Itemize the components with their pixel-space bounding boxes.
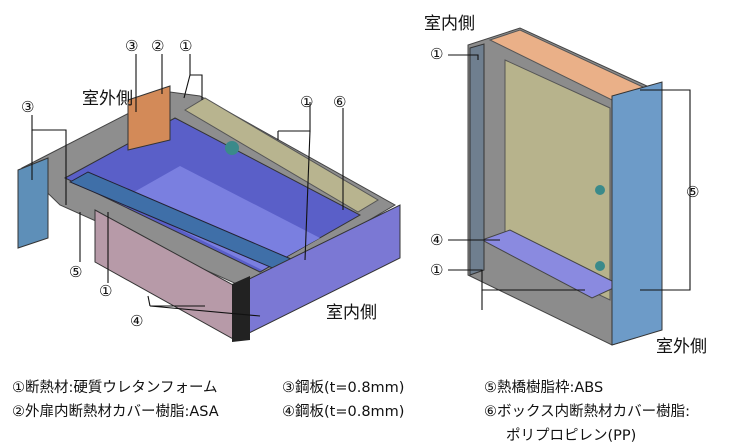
left-inner-wall: [127, 85, 171, 151]
marker-2-top: ②: [151, 37, 164, 55]
marker-3-left: ③: [21, 98, 34, 116]
legend-item-4: ④鋼板(t=0.8mm): [282, 402, 404, 420]
right-pp-cover-panel: [504, 59, 611, 301]
right-abs-frame: [611, 81, 663, 346]
marker-6-left: ⑥: [333, 93, 346, 111]
legend-item-5: ⑤熱橋樹脂枠:ABS: [484, 379, 603, 396]
left-hole: [225, 141, 239, 155]
right-panel-assembly: [467, 27, 663, 346]
legend-item-6-line2: ポリプロピレン(PP): [506, 427, 636, 444]
marker-1-top: ①: [179, 37, 192, 55]
left-insulation-panel: [120, 166, 320, 270]
marker-5-right: ⑤: [686, 183, 699, 201]
right-hole-lower: [595, 261, 605, 271]
left-box-assembly: [17, 85, 401, 342]
label-outdoor-left: 室外側: [82, 89, 133, 109]
label-indoor-right: 室内側: [424, 14, 475, 34]
label-outdoor-right: 室外側: [656, 337, 707, 357]
left-abs-frame: [17, 157, 49, 249]
leader-lines: [31, 54, 691, 317]
left-pp-cover: [184, 97, 379, 213]
marker-3-top: ③: [125, 37, 138, 55]
marker-5-left: ⑤: [69, 263, 82, 281]
marker-4-right: ④: [430, 231, 443, 249]
label-indoor-left: 室内側: [326, 303, 377, 323]
marker-4-left: ④: [130, 312, 143, 330]
marker-1-right-top: ①: [430, 45, 443, 63]
right-left-strip: [469, 43, 485, 276]
marker-1-right-lower: ①: [430, 261, 443, 279]
marker-1-left-lower: ①: [99, 282, 112, 300]
legend-item-3: ③鋼板(t=0.8mm): [282, 378, 404, 396]
left-end-cap: [232, 276, 250, 342]
legend-item-2: ②外扉内断熱材カバー樹脂:ASA: [12, 403, 219, 420]
right-hole-upper: [595, 185, 605, 195]
legend-item-6-line1: ⑥ボックス内断熱材カバー樹脂:: [484, 403, 690, 420]
legend-item-1: ①断熱材:硬質ウレタンフォーム: [12, 378, 218, 396]
marker-1-left-right: ①: [300, 93, 313, 111]
